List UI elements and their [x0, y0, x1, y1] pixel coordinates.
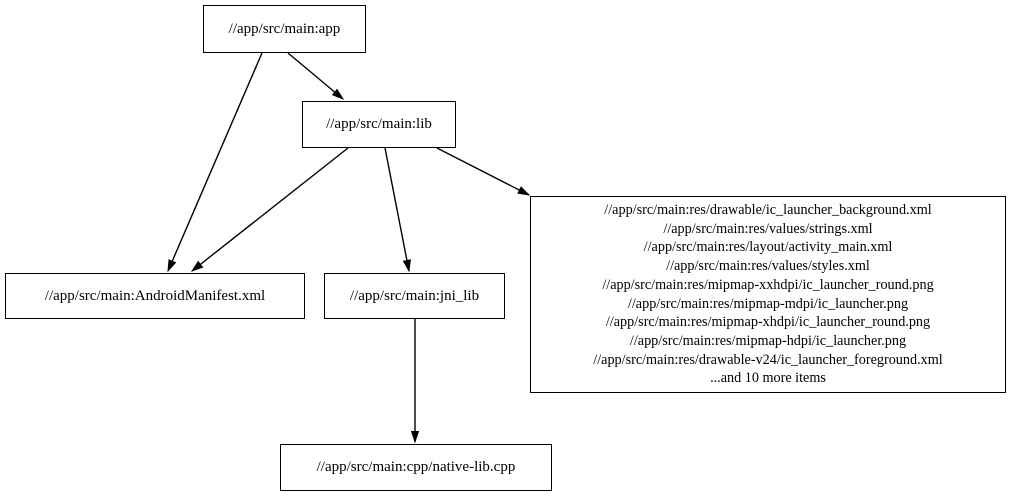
graph-edge-app-to-lib: [287, 52, 345, 100]
graph-edge-lib-to-res_group: [436, 147, 531, 196]
res-file-line: //app/src/main:res/layout/activity_main.…: [643, 239, 893, 256]
node-jni-lib-label: //app/src/main:jni_lib: [349, 287, 480, 304]
res-file-line: //app/src/main:res/values/styles.xml: [666, 258, 870, 275]
res-file-line: //app/src/main:res/drawable-v24/ic_launc…: [593, 351, 943, 368]
res-file-line: //app/src/main:res/mipmap-hdpi/ic_launch…: [629, 332, 907, 349]
node-native-lib-cpp[interactable]: //app/src/main:cpp/native-lib.cpp: [280, 444, 552, 491]
node-androidmanifest[interactable]: //app/src/main:AndroidManifest.xml: [5, 273, 305, 319]
graph-edge-lib-to-manifest: [190, 147, 349, 272]
node-native-lib-cpp-label: //app/src/main:cpp/native-lib.cpp: [316, 459, 516, 475]
node-jni-lib[interactable]: //app/src/main:jni_lib: [324, 273, 505, 319]
res-file-line: //app/src/main:res/mipmap-xhdpi/ic_launc…: [605, 314, 931, 331]
res-file-line: ...and 10 more items: [710, 370, 826, 387]
graph-edge-app-to-manifest: [167, 52, 263, 273]
graph-edge-lib-to-jni_lib: [384, 147, 411, 273]
res-file-line: //app/src/main:res/mipmap-xxhdpi/ic_laun…: [602, 276, 934, 293]
res-file-line: //app/src/main:res/drawable/ic_launcher_…: [604, 201, 932, 218]
node-androidmanifest-label: //app/src/main:AndroidManifest.xml: [44, 287, 266, 304]
res-file-line: //app/src/main:res/mipmap-mdpi/ic_launch…: [627, 295, 909, 312]
node-app[interactable]: //app/src/main:app: [203, 5, 366, 53]
node-app-label: //app/src/main:app: [228, 20, 341, 37]
node-res-group[interactable]: //app/src/main:res/drawable/ic_launcher_…: [530, 196, 1006, 393]
node-lib-label: //app/src/main:lib: [326, 116, 432, 132]
res-file-line: //app/src/main:res/values/strings.xml: [663, 220, 873, 237]
node-lib[interactable]: //app/src/main:lib: [302, 101, 456, 148]
node-res-group-lines: //app/src/main:res/drawable/ic_launcher_…: [593, 201, 942, 388]
